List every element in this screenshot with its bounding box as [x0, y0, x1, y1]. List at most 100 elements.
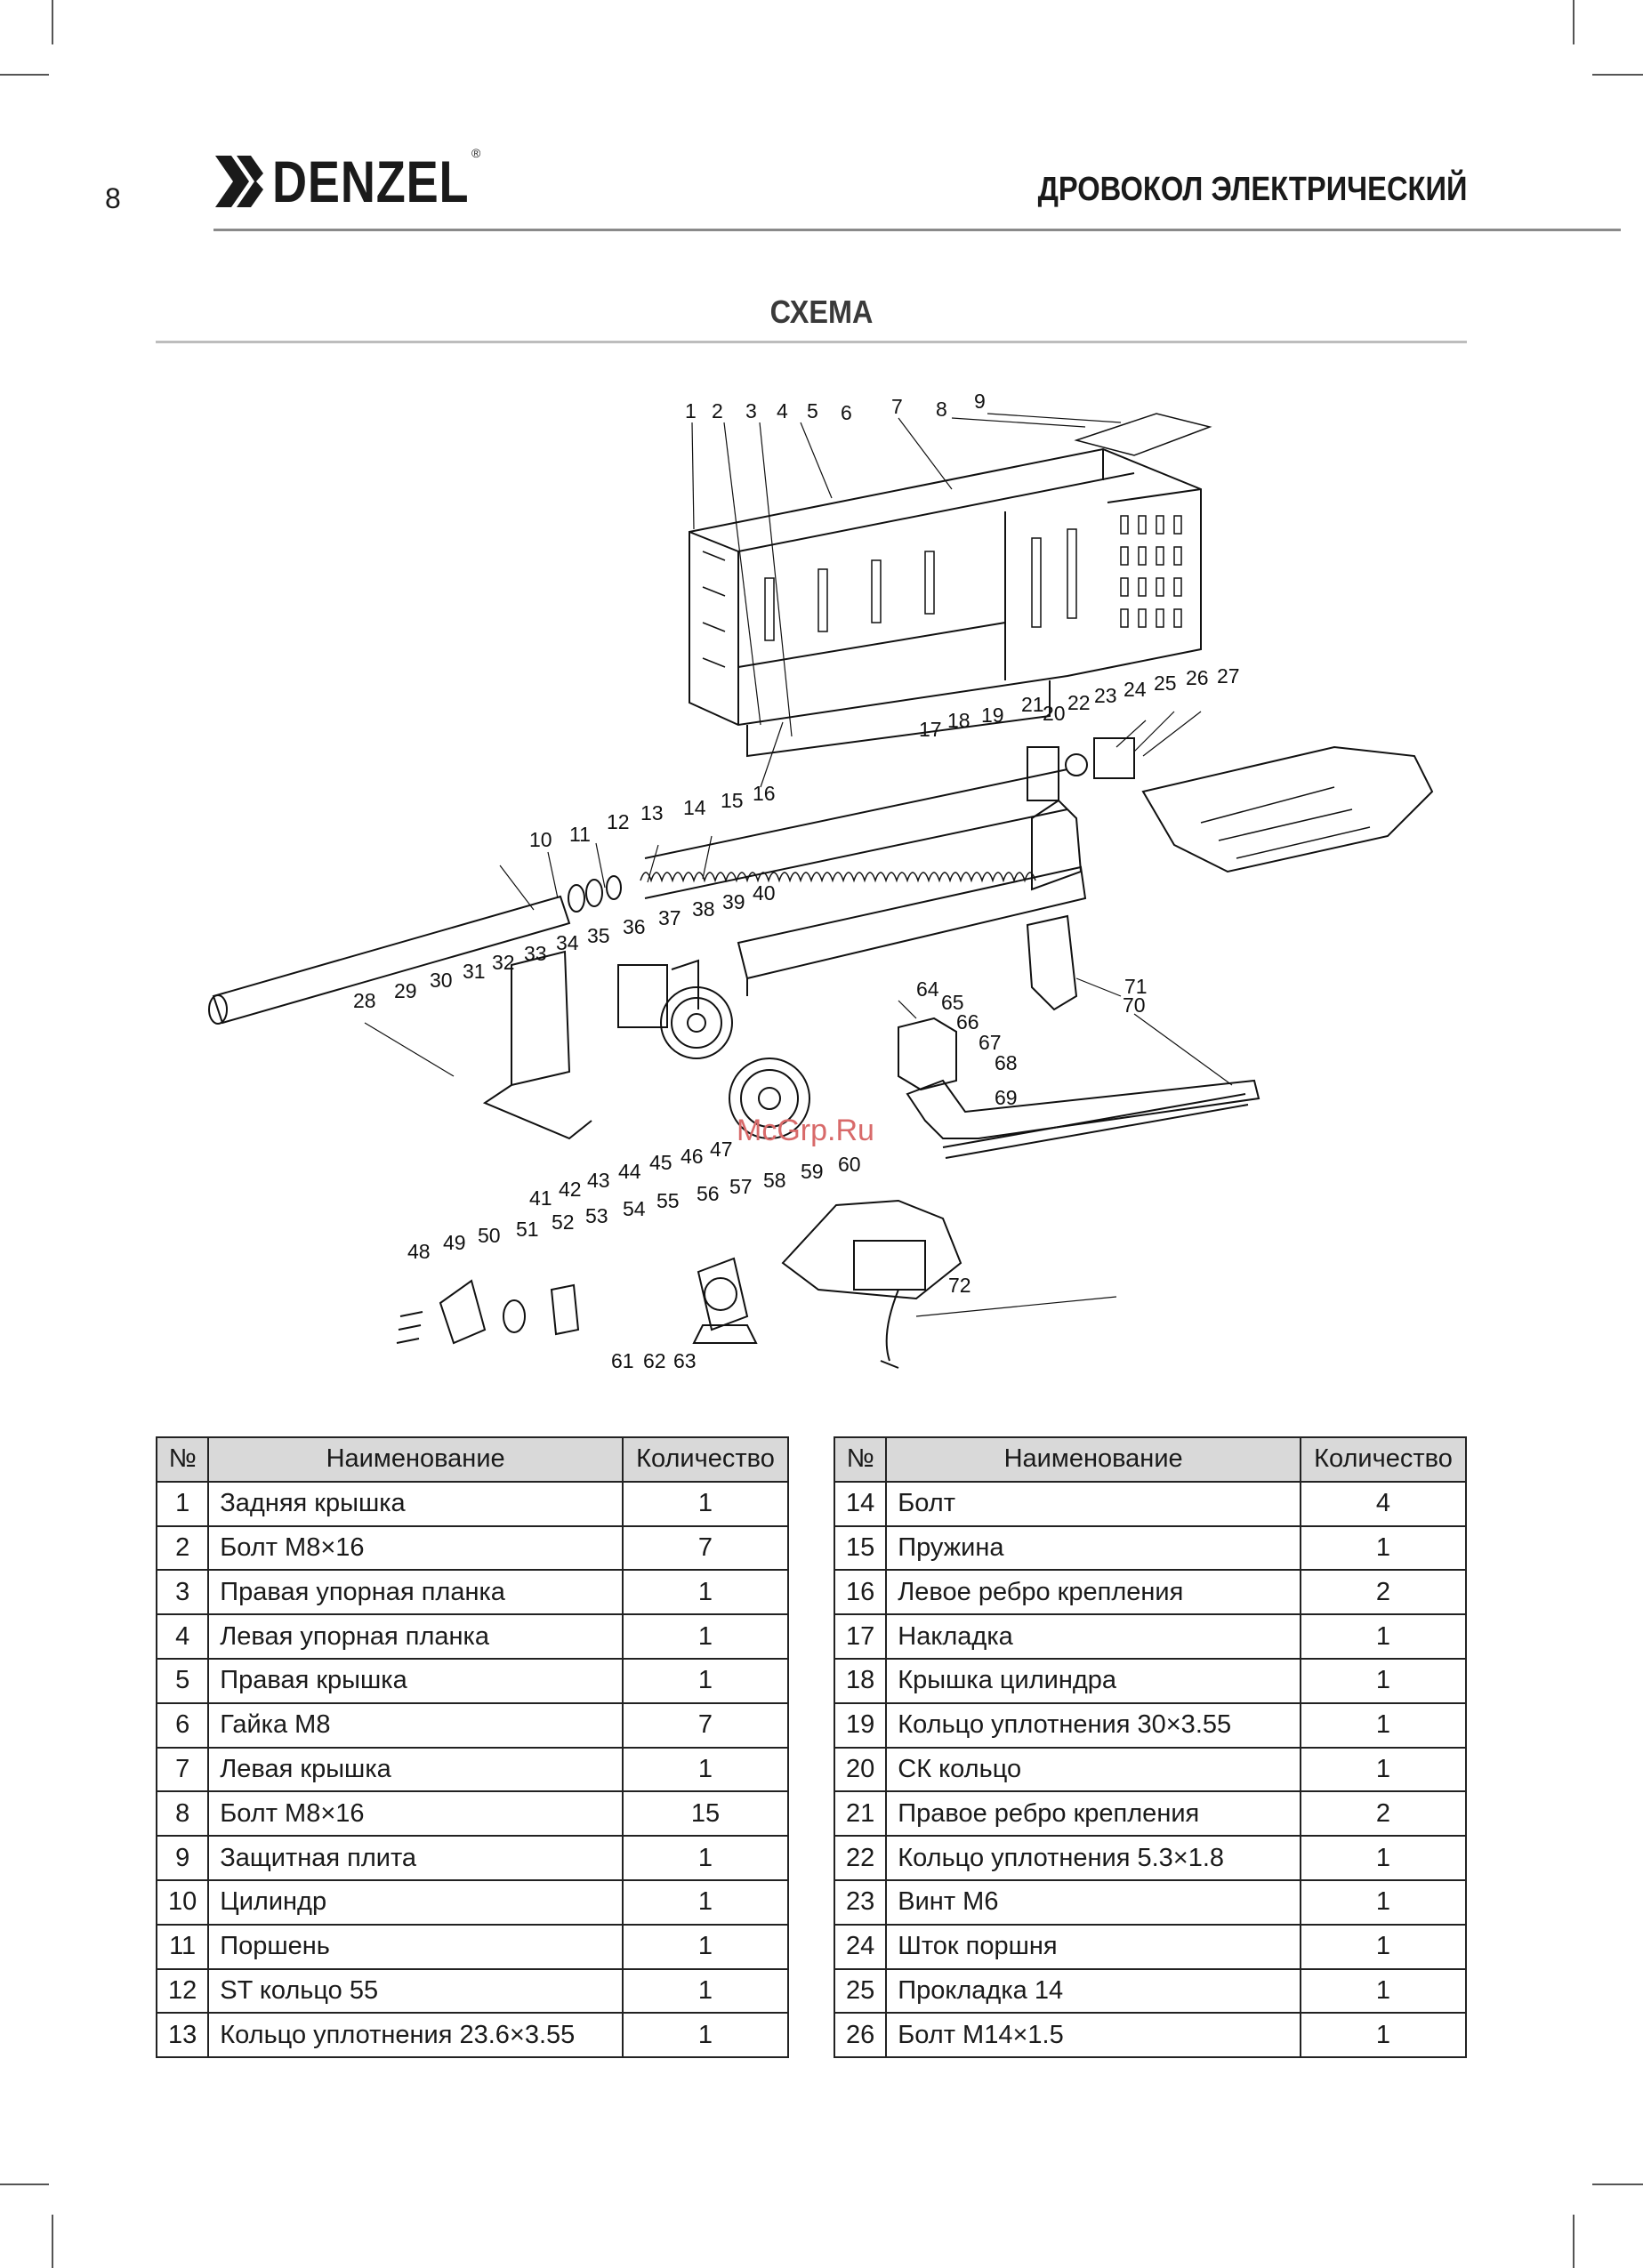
cylinder	[212, 895, 571, 1025]
page-number: 8	[105, 182, 121, 214]
part-name: Гайка М8	[207, 1701, 624, 1749]
denzel-logo-icon	[215, 156, 263, 207]
part-name: Шток поршня	[885, 1923, 1301, 1970]
part-number: 21	[833, 1790, 888, 1838]
part-name: Болт М14×1.5	[885, 2012, 1301, 2059]
part-quantity: 1	[1300, 1878, 1467, 1926]
callout-label: 41	[529, 1186, 552, 1210]
header-divider	[213, 229, 1621, 231]
callout-label: 23	[1094, 684, 1117, 707]
callout-label: 58	[763, 1169, 786, 1192]
table-header-row: № Наименование Количество	[155, 1436, 789, 1483]
crop-mark	[1592, 2184, 1643, 2185]
crop-mark	[52, 0, 53, 44]
part-quantity: 2	[1300, 1569, 1467, 1616]
callout-label: 16	[753, 782, 776, 805]
part-quantity: 1	[622, 1923, 789, 1970]
callout-label: 65	[941, 991, 964, 1014]
crop-mark	[52, 2215, 53, 2268]
callout-label: 18	[947, 709, 970, 732]
part-quantity: 1	[622, 1480, 789, 1527]
part-number: 2	[155, 1524, 210, 1572]
part-number: 23	[833, 1878, 888, 1926]
part-number: 24	[833, 1923, 888, 1970]
callout-label: 50	[478, 1224, 501, 1247]
callout-label: 19	[981, 704, 1004, 727]
part-quantity: 1	[622, 1878, 789, 1926]
part-number: 25	[833, 1967, 888, 2015]
column-header-num: №	[155, 1436, 210, 1483]
callout-label: 51	[516, 1218, 539, 1241]
part-quantity: 1	[622, 1835, 789, 1881]
crop-mark	[0, 74, 49, 76]
callout-label: 30	[430, 969, 453, 992]
callout-label: 35	[587, 924, 610, 947]
part-number: 17	[833, 1613, 888, 1660]
part-number: 15	[833, 1524, 888, 1572]
part-name: СК кольцо	[885, 1746, 1301, 1793]
part-number: 18	[833, 1657, 888, 1704]
callout-label: 57	[729, 1175, 753, 1198]
part-quantity: 1	[1300, 1746, 1467, 1793]
callout-label: 55	[656, 1189, 680, 1212]
part-number: 10	[155, 1878, 210, 1926]
callout-label: 14	[683, 796, 706, 819]
callout-label: 63	[673, 1349, 697, 1372]
part-quantity: 1	[622, 1613, 789, 1660]
housing-body	[689, 447, 1202, 727]
callout-label: 2	[712, 399, 723, 422]
part-name: Кольцо уплотнения 23.6×3.55	[207, 2012, 624, 2059]
column-header-qty: Количество	[1300, 1436, 1467, 1483]
callout-label: 60	[838, 1153, 861, 1176]
callout-label: 59	[801, 1160, 824, 1183]
callout-label: 53	[585, 1204, 608, 1227]
callout-label: 1	[685, 399, 697, 422]
part-name: Правая крышка	[207, 1657, 624, 1704]
callout-label: 17	[919, 718, 942, 741]
part-name: Крышка цилиндра	[885, 1657, 1301, 1704]
part-quantity: 1	[622, 2012, 789, 2059]
callout-label: 56	[697, 1182, 720, 1205]
crop-mark	[1592, 74, 1643, 76]
part-name: Кольцо уплотнения 5.3×1.8	[885, 1835, 1301, 1881]
part-quantity: 1	[622, 1746, 789, 1793]
callout-label: 33	[524, 942, 547, 965]
callout-label: 11	[569, 823, 591, 846]
callout-label: 66	[956, 1010, 979, 1033]
part-name: Левая крышка	[207, 1746, 624, 1793]
part-name: ST кольцо 55	[207, 1967, 624, 2015]
part-number: 12	[155, 1967, 210, 2015]
wheel	[729, 1058, 810, 1139]
part-name: Левая упорная планка	[207, 1613, 624, 1660]
callout-label: 21	[1021, 693, 1044, 716]
callout-label: 61	[611, 1349, 634, 1372]
part-quantity: 1	[1300, 1657, 1467, 1704]
column-header-name: Наименование	[885, 1436, 1301, 1483]
part-quantity: 1	[1300, 1524, 1467, 1572]
part-quantity: 7	[622, 1701, 789, 1749]
callout-label: 20	[1043, 702, 1066, 725]
callout-label: 5	[807, 399, 818, 422]
part-name: Поршень	[207, 1923, 624, 1970]
part-quantity: 1	[1300, 1613, 1467, 1660]
callout-label: 54	[623, 1197, 646, 1220]
part-number: 22	[833, 1835, 888, 1881]
exploded-parts-diagram: 1 2 3 4 5 6 7 8 9 10 11 12 13 14 15 16 1…	[208, 390, 1434, 1372]
column-header-num: №	[833, 1436, 888, 1483]
callout-label: 7	[891, 395, 903, 418]
part-name: Левое ребро крепления	[885, 1569, 1301, 1616]
part-number: 20	[833, 1746, 888, 1793]
part-name: Задняя крышка	[207, 1480, 624, 1527]
